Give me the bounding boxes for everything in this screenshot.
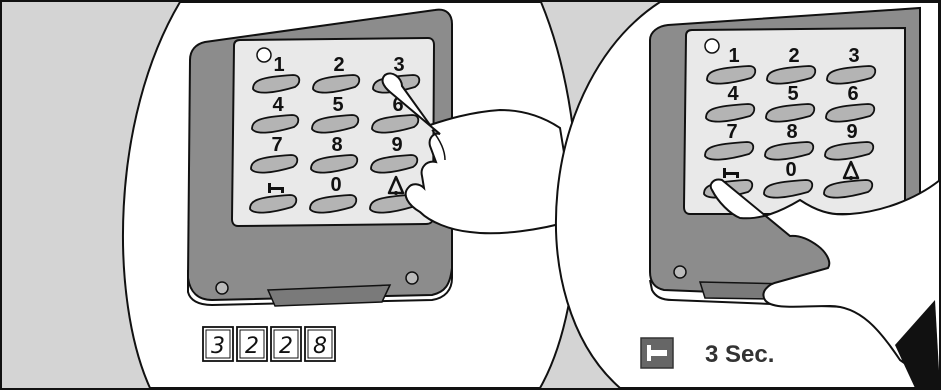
- code-digit: 2: [245, 334, 259, 359]
- code-digit-box: 3: [203, 327, 233, 361]
- key-label: 3: [393, 54, 404, 76]
- code-digit: 3: [211, 334, 225, 359]
- key-label: 9: [391, 134, 402, 156]
- code-digit-box: 2: [271, 327, 301, 361]
- hold-duration-label: 3 Sec.: [705, 341, 774, 368]
- key-label: 8: [331, 134, 342, 156]
- key-label: 4: [727, 83, 739, 105]
- right-screw-icon: [674, 266, 686, 278]
- key-label: 3: [848, 45, 859, 67]
- key-label: 8: [786, 121, 797, 143]
- key-label: 9: [846, 121, 857, 143]
- code-digit: 8: [313, 334, 327, 359]
- key-label: 0: [785, 159, 796, 181]
- hold-legend: 3 Sec.: [641, 338, 774, 368]
- key-label: 2: [333, 54, 344, 76]
- code-digit-box: 2: [237, 327, 267, 361]
- key-label: 1: [728, 45, 739, 67]
- left-led-indicator: [257, 48, 271, 62]
- key-label: 7: [726, 121, 737, 143]
- key-label: 0: [330, 174, 341, 196]
- key-label: 7: [271, 134, 282, 156]
- key-label: 5: [332, 94, 343, 116]
- key-label: 1: [273, 54, 284, 76]
- key-label: 5: [787, 83, 798, 105]
- left-screw-icon: [406, 272, 418, 284]
- key-label: 6: [847, 83, 858, 105]
- right-panel: 1 2 3 4 5 6 7 8 9 0 3 Sec.: [556, 2, 940, 388]
- left-screw-icon: [216, 282, 228, 294]
- key-label: 2: [788, 45, 799, 67]
- code-digit: 2: [279, 334, 293, 359]
- right-led-indicator: [705, 39, 719, 53]
- code-digit-box: 8: [305, 327, 335, 361]
- key-label: 4: [272, 94, 284, 116]
